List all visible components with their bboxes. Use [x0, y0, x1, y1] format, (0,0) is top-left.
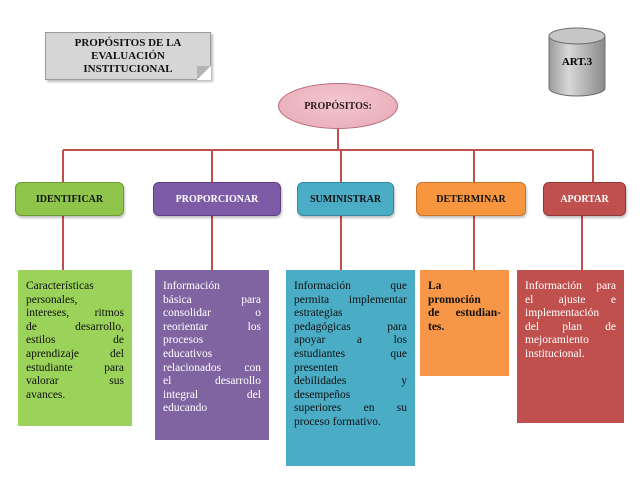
detail-line: Información que — [294, 280, 407, 292]
detail-line: Información — [163, 280, 220, 292]
detail-line: básica para — [163, 293, 261, 306]
detail-line: del plan de — [525, 320, 616, 333]
detail-line: debilidades y — [294, 375, 407, 388]
title-line-2: EVALUACIÓN — [91, 50, 165, 62]
detail-line: permita implementar — [294, 293, 407, 306]
center-ellipse: PROPÓSITOS: — [278, 83, 398, 129]
detail-line: integral del — [163, 388, 261, 401]
detail-line: estudiantes que — [294, 347, 407, 360]
detail-line: el ajuste e — [525, 293, 616, 306]
category-proporcionar: PROPORCIONAR — [153, 182, 281, 216]
title-line-3: INSTITUCIONAL — [83, 63, 173, 75]
detail-line: implementación — [525, 307, 600, 320]
detail-line: intereses, ritmos — [26, 307, 124, 320]
title-note-box: PROPÓSITOS DE LA EVALUACIÓN INSTITUCIONA… — [45, 32, 211, 80]
diagram-title: PROPÓSITOS DE LA EVALUACIÓN INSTITUCIONA… — [54, 37, 202, 76]
article-label: ART.3 — [561, 56, 593, 68]
detail-line: pedagógicas para — [294, 320, 407, 333]
detail-line: de desarrollo, — [26, 320, 124, 333]
category-determinar: DETERMINAR — [416, 182, 526, 216]
category-suministrar: SUMINISTRAR — [297, 182, 394, 216]
detail-line: superiores en su — [294, 402, 407, 415]
detail-line: Información para — [525, 280, 616, 292]
cylinder-shape — [548, 27, 606, 97]
detail-line: estudiante para — [26, 361, 124, 374]
title-line-1: PROPÓSITOS DE LA — [74, 37, 182, 49]
detail-line: apoyar a los — [294, 334, 407, 347]
detail-line: reorientar los — [163, 320, 261, 333]
detail-line: institucional. — [525, 347, 585, 360]
category-aportar: APORTAR — [543, 182, 626, 216]
detail-line: mejoramiento — [525, 334, 589, 347]
detail-line: valorar sus — [26, 375, 124, 388]
detail-line: aprendizaje del — [26, 347, 124, 360]
detail-line: relacionados con — [163, 361, 261, 374]
detail-line: el desarrollo — [163, 375, 261, 388]
category-identificar: IDENTIFICAR — [15, 182, 124, 216]
detail-line: de estudian- — [428, 307, 501, 320]
article-cylinder: ART.3 — [547, 26, 607, 98]
detail-line: estilos de — [26, 334, 124, 347]
detail-line: avances. — [26, 388, 66, 401]
center-label: PROPÓSITOS: — [304, 100, 372, 112]
detail-line: Características — [26, 280, 94, 292]
detail-line: consolidar o — [163, 307, 261, 320]
detail-line: educativos — [163, 347, 213, 360]
detail-line: estrategias — [294, 307, 343, 320]
detail-line: personales, — [26, 293, 78, 306]
detail-line: presenten — [294, 361, 339, 374]
detail-line: educando — [163, 402, 208, 415]
detail-line: desempeños — [294, 388, 351, 401]
detail-line: La — [428, 280, 442, 292]
detail-line: tes. — [428, 320, 445, 333]
detail-line: promoción — [428, 293, 481, 306]
detail-line: procesos — [163, 334, 204, 347]
detail-line: proceso formativo. — [294, 415, 381, 428]
